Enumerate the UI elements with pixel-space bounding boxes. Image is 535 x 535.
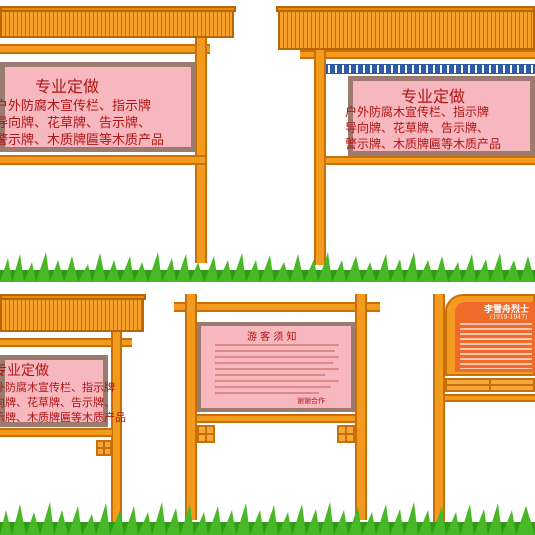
grass-strip — [0, 252, 535, 282]
roof — [0, 8, 234, 38]
post — [185, 294, 197, 520]
sign-line: 警示牌、木质牌匾等木质产品 — [0, 133, 165, 148]
sign-line: 户外防腐木宣传栏、指示牌 — [0, 381, 115, 394]
post — [433, 294, 445, 530]
notice-footer: 谢谢合作 — [297, 397, 325, 405]
lattice-bracket — [96, 440, 112, 456]
grass-strip — [0, 502, 535, 535]
sign-title: 专业定做 — [401, 87, 466, 106]
sign-line: 户外防腐木宣传栏、指示牌 — [345, 105, 490, 119]
beam — [445, 394, 535, 402]
beam — [0, 338, 132, 347]
lattice-bracket — [337, 425, 355, 443]
post — [195, 38, 207, 263]
memorial-title: 李雪舟烈士 — [484, 305, 530, 315]
memorial-subtitle: (1919-1947) — [490, 314, 528, 321]
sign-line: 警示牌、木质牌匾等木质产品 — [0, 411, 126, 424]
beam — [300, 50, 535, 59]
lattice-band — [445, 378, 535, 392]
sign-line: 导向牌、花草牌、告示牌、 — [345, 121, 490, 135]
notice-text-line — [215, 350, 335, 352]
roof-ridge — [0, 6, 236, 12]
decorative-band — [322, 64, 535, 74]
beam — [0, 428, 112, 437]
notice-text-line — [215, 362, 333, 364]
sign-line: 户外防腐木宣传栏、指示牌 — [0, 99, 152, 114]
post — [314, 50, 326, 265]
beam — [0, 155, 205, 165]
sign-panel: 专业定做 户外防腐木宣传栏、指示牌 导向牌、花草牌、告示牌、 警示牌、木质牌匾等… — [0, 62, 196, 152]
sign-line: 警示牌、木质牌匾等木质产品 — [345, 137, 502, 151]
sign-panel: 专业定做 户外防腐木宣传栏、指示牌 导向牌、花草牌、告示牌、 警示牌、木质牌匾等… — [0, 355, 126, 427]
beam — [0, 44, 210, 54]
notice-title: 游 客 须 知 — [247, 332, 297, 343]
notice-text-line — [215, 374, 325, 376]
lattice-bracket — [197, 425, 215, 443]
top-beam — [174, 302, 380, 312]
sign-panel: 专业定做 户外防腐木宣传栏、指示牌 导向牌、花草牌、告示牌、 警示牌、木质牌匾等… — [345, 76, 535, 156]
notice-text-line — [215, 386, 331, 388]
roof — [278, 10, 535, 50]
post — [355, 294, 367, 520]
notice-text-line — [215, 344, 339, 346]
beam — [197, 414, 355, 423]
sign-title: 专业定做 — [35, 77, 100, 96]
sign-line: 导向牌、花草牌、告示牌、 — [0, 116, 152, 131]
post — [111, 332, 122, 530]
sign-line: 导向牌、花草牌、告示牌、 — [0, 396, 115, 409]
notice-text-line — [215, 368, 339, 370]
notice-text-line — [215, 380, 339, 382]
sign-title: 专业定做 — [0, 363, 49, 379]
notice-text-line — [215, 356, 339, 358]
notice-text-line — [215, 392, 319, 394]
notice-panel: 游 客 须 知 谢谢合作 — [197, 322, 355, 412]
memorial-text — [460, 323, 532, 369]
roof — [0, 298, 144, 332]
beam — [326, 156, 535, 165]
